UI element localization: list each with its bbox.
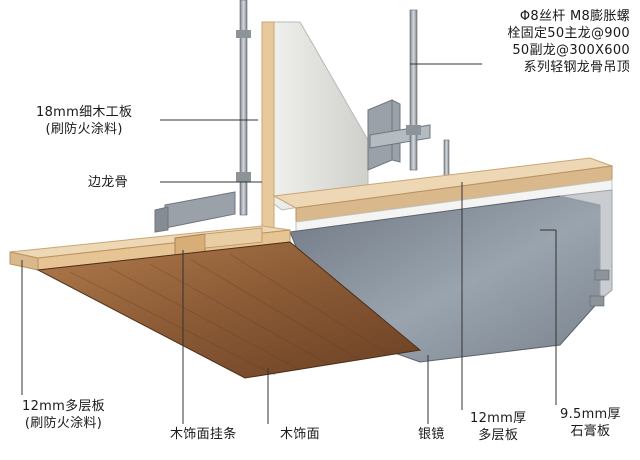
label-line: 木饰面 <box>280 427 320 442</box>
suspension-rod-label: Φ8丝杆 M8膨胀螺 栓固定50主龙@900 50副龙@300X600 系列轻钢… <box>507 8 630 76</box>
wood-veneer-label: 木饰面 <box>280 426 320 443</box>
label-line: (刷防火涂料) <box>45 122 123 137</box>
multilayer-left-label: 12mm多层板 (刷防火涂料) <box>22 398 105 432</box>
vertical-plywood-edge <box>261 21 275 239</box>
edge-keel-label: 边龙骨 <box>88 174 128 191</box>
leader-lines <box>21 63 557 424</box>
label-line: Φ8丝杆 M8膨胀螺 <box>519 9 630 24</box>
gypsum-edge <box>559 189 613 302</box>
label-line: 系列轻钢龙骨吊顶 <box>523 60 630 75</box>
label-line: 银镜 <box>418 427 445 442</box>
label-line: 边龙骨 <box>88 175 128 190</box>
gypsum-board-label: 9.5mm厚 石膏板 <box>560 406 621 440</box>
label-line: (刷防火涂料) <box>24 416 103 431</box>
label-line: 12mm厚 <box>470 411 527 426</box>
multilayer-right-label: 12mm厚 多层板 <box>470 410 526 444</box>
label-line: 多层板 <box>478 428 519 443</box>
fine-board-label: 18mm细木工板 (刷防火涂料) <box>36 104 132 138</box>
label-line: 12mm多层板 <box>22 399 105 414</box>
label-line: 18mm细木工板 <box>36 105 133 120</box>
wood-veneer-panel <box>36 241 422 379</box>
vertical-board <box>261 21 369 211</box>
suspension-rods <box>236 0 450 216</box>
label-line: 栓固定50主龙@900 <box>507 26 630 41</box>
silver-mirror-label: 银镜 <box>418 426 445 443</box>
main-keels <box>154 99 431 233</box>
label-line: 木饰面挂条 <box>170 427 237 442</box>
label-line: 石膏板 <box>570 424 611 439</box>
label-line: 9.5mm厚 <box>560 407 621 422</box>
label-line: 50副龙@300X600 <box>512 43 630 58</box>
hanging-strip-label: 木饰面挂条 <box>170 426 237 443</box>
